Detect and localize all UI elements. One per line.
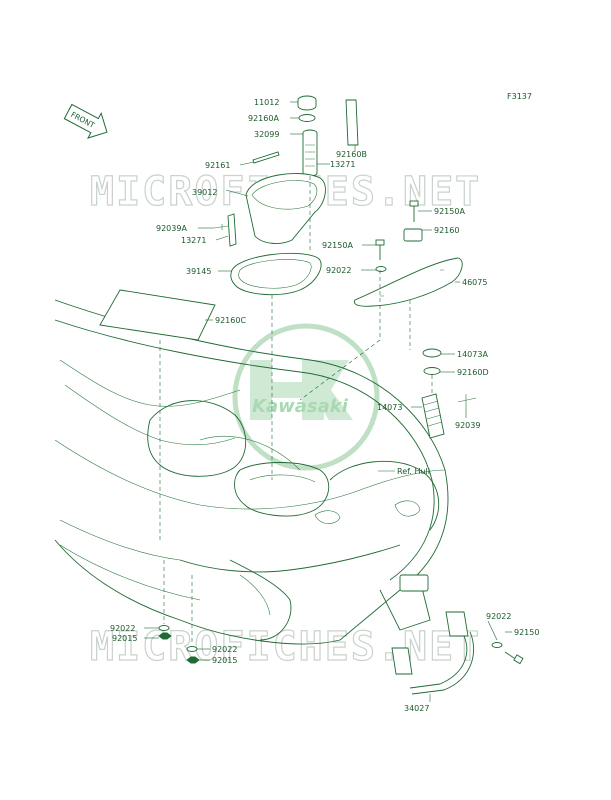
label-92150A-top: 92150A <box>434 207 465 216</box>
label-92160D: 92160D <box>457 368 489 377</box>
label-92022-low: 92022 <box>212 645 237 654</box>
part-labels: 11012 92160A 32099 92161 13271 92160B 39… <box>110 98 539 713</box>
front-arrow: FRONT <box>63 103 108 139</box>
label-11012: 11012 <box>254 98 279 107</box>
leader-lines <box>144 101 512 702</box>
label-92039: 92039 <box>455 421 480 430</box>
part-92015-nut-left <box>158 632 172 640</box>
kawasaki-logo: Kawasaki <box>232 323 380 471</box>
label-92150: 92150 <box>514 628 539 637</box>
figure-code: F3137 <box>507 92 532 101</box>
part-39145-gasket <box>230 252 322 296</box>
part-92022-washer-left <box>158 625 170 631</box>
label-ref-hull: Ref. Hull <box>397 467 430 476</box>
label-92022-left: 92022 <box>110 624 135 633</box>
part-92160A-ring <box>298 114 316 122</box>
label-92022-right: 92022 <box>486 612 511 621</box>
part-92161-strip <box>252 151 280 164</box>
logo-text: Kawasaki <box>252 396 349 417</box>
watermark-bottom: MICROFICHES.NET <box>90 624 481 670</box>
part-46075-rail <box>353 257 463 307</box>
label-92015-low: 92015 <box>212 656 237 665</box>
label-39145: 39145 <box>186 267 211 276</box>
label-92015-left: 92015 <box>112 634 137 643</box>
label-92039A: 92039A <box>156 224 187 233</box>
label-46075: 46075 <box>462 278 487 287</box>
hull <box>54 299 449 645</box>
part-92022-washer-low <box>186 646 198 652</box>
label-92160: 92160 <box>434 226 459 235</box>
label-92160A: 92160A <box>248 114 279 123</box>
part-92150A-bolt-mid <box>375 239 385 260</box>
label-32099: 32099 <box>254 130 279 139</box>
part-14073A-ring <box>422 348 442 358</box>
label-34027: 34027 <box>404 704 429 713</box>
part-92160C-mat <box>99 289 216 341</box>
part-32099-tube <box>302 129 318 177</box>
label-14073A: 14073A <box>457 350 488 359</box>
part-14073-hose <box>421 393 445 439</box>
label-39012: 39012 <box>192 188 217 197</box>
part-11012-cap <box>297 95 317 111</box>
label-13271-top: 13271 <box>330 160 355 169</box>
part-92160B-pad <box>345 99 359 146</box>
label-92150A-mid: 92150A <box>322 241 353 250</box>
label-92161: 92161 <box>205 161 230 170</box>
part-34027-tow-hook <box>391 611 474 695</box>
part-13271-bracket-left <box>227 213 237 247</box>
part-92150A-bolt-top <box>409 200 419 222</box>
label-92160B: 92160B <box>336 150 367 159</box>
part-92039-clip <box>457 394 477 404</box>
label-92022-mid: 92022 <box>326 266 351 275</box>
part-92039A-clip <box>213 224 229 230</box>
label-92160C: 92160C <box>215 316 246 325</box>
part-92160-block <box>403 228 423 242</box>
part-92022-washer-mid <box>375 266 387 272</box>
part-92022-washer-right <box>491 642 503 648</box>
label-14073: 14073 <box>377 403 402 412</box>
part-92150-bolt <box>504 651 524 665</box>
part-39012-bin <box>245 173 326 244</box>
label-13271-left: 13271 <box>181 236 206 245</box>
part-92160D-ring <box>423 367 441 375</box>
